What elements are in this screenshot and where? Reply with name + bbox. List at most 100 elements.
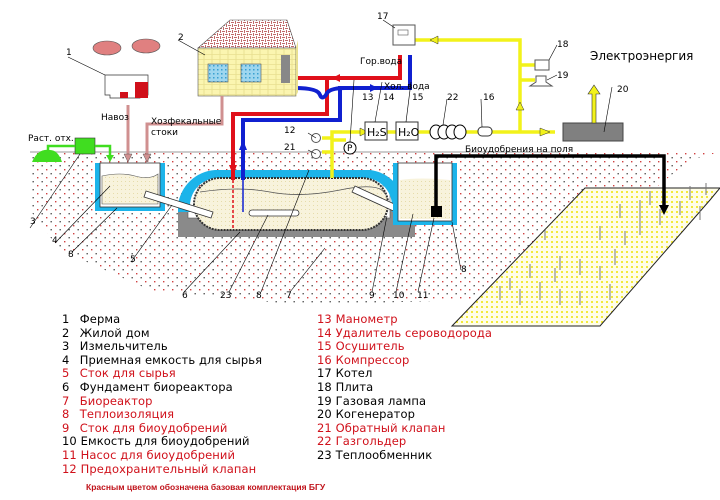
legend-item-label: Емкость для биоудобрений [80,434,250,449]
legend-item-label: Теплоизоляция [79,407,175,422]
legend-item: 3 Измельчитель [62,339,262,354]
legend-item-label: Сток для биоудобрений [79,420,228,435]
legend-item-label: Плита [335,379,374,394]
legend-item: 8 Теплоизоляция [62,407,262,422]
legend-item: 23 Теплообменник [317,447,492,463]
legend-item: 9 Сток для биоудобрений [62,420,262,436]
cold-water-label: Хол. вода [384,82,430,92]
pressure-gauge-label: P [347,144,353,154]
callout-20: 20 [617,85,629,95]
legend-item: 18 Плита [317,379,492,395]
plant-waste-label: Раст. отх. [28,134,74,144]
legend-item-label: Газовая лампа [335,393,427,408]
hot-water-label: Гор.вода [360,57,402,67]
electricity-label: Электроэнергия [590,49,693,63]
legend-item-label: Осушитель [335,339,405,354]
digestate-pump [431,206,442,217]
shredder [74,137,96,155]
legend-item: 21 Обратный клапан [317,420,492,436]
legend-item: 11 Насос для биоудобрений [62,447,262,463]
callout-9: 9 [369,291,375,301]
household-waste-label-1: Хозфекальные [151,117,222,127]
legend-item-label: Теплообменник [335,447,433,462]
callout-5: 5 [130,255,136,265]
legend-item: 12 Предохранительный клапан [62,461,262,477]
legend-item-label: Измельчитель [79,339,168,354]
legend-item-number: 19 [317,393,332,408]
plant-waste-pile [32,149,62,162]
legend-item-number: 6 [62,379,70,394]
h2s-label: H₂S [367,126,387,139]
field [450,187,720,327]
callout-17: 17 [377,12,388,22]
callout-23: 23 [220,291,231,301]
legend-item-number: 16 [317,352,332,367]
callout-3: 3 [30,217,36,227]
legend-item-number: 15 [317,339,332,354]
callout-16: 16 [483,93,495,103]
legend-item-number: 7 [62,393,70,408]
legend-item-number: 11 [62,447,77,462]
legend-item-label: Фундамент биореактора [79,379,233,394]
legend-item-label: Удалитель сероводорода [335,325,493,340]
callout-6: 6 [182,291,188,301]
biofertilizer-label: Биоудобрения на поля [465,145,573,155]
house-window [207,63,229,83]
legend-item: 5 Сток для сырья [62,367,262,381]
legend-item: 19 Газовая лампа [317,393,492,409]
legend-item: 7 Биореактор [62,393,262,409]
legend-item-number: 9 [62,420,70,435]
dryer [395,121,419,141]
callout-22: 22 [447,93,458,103]
biofertilizer-line [434,154,666,208]
legend-item-number: 8 [62,407,70,422]
legend-item-label: Газгольдер [335,434,407,449]
house-door [281,55,290,83]
legend-item: 20 Когенератор [317,407,492,422]
feed-inlet-pipe [143,190,214,219]
legend-item-number: 1 [62,312,70,326]
manure-label: Навоз [101,113,129,123]
legend-item: 13 Манометр [317,312,492,327]
callout-2: 2 [178,33,184,43]
electricity-arrow [587,84,601,124]
house-roof [197,19,297,49]
farm-animals [92,38,161,99]
legend-item-label: Предохранительный клапан [80,461,257,476]
callout-14: 14 [383,93,395,103]
stove [534,59,550,71]
legend-item: 1 Ферма [62,312,262,327]
legend-item: 6 Фундамент биореактора [62,379,262,395]
legend-item: 22 Газгольдер [317,435,492,449]
legend-item-number: 17 [317,366,332,381]
legend-item-label: Манометр [335,312,398,326]
legend-item-label: Когенератор [335,407,416,422]
callout-15: 15 [412,93,423,103]
house-window [240,63,262,83]
legend-item-number: 5 [62,366,70,381]
callout-1: 1 [66,48,72,58]
heat-exchanger [248,209,300,217]
legend-item-number: 3 [62,339,70,354]
callout-10: 10 [393,291,405,301]
legend-item-label: Приемная емкость для сырья [79,352,263,367]
footnote: Красным цветом обозначена базовая компле… [86,482,326,492]
bioreactor [192,177,390,231]
legend-item-label: Насос для биоудобрений [80,447,236,462]
callout-21: 21 [284,143,295,153]
household-waste-label-2: стоки [151,128,178,138]
legend-item-label: Котел [335,366,373,381]
legend-item-number: 21 [317,420,332,435]
cold-water-pipe [241,55,412,180]
legend-item-number: 4 [62,352,70,367]
callout-7: 7 [286,291,292,301]
legend-item-number: 23 [317,447,332,462]
bioreactor-insulation [178,170,405,212]
legend-item: 15 Осушитель [317,339,492,354]
legend-item-label: Жилой дом [79,325,150,340]
legend-item-label: Ферма [79,312,121,326]
h2s-remover [364,121,388,141]
